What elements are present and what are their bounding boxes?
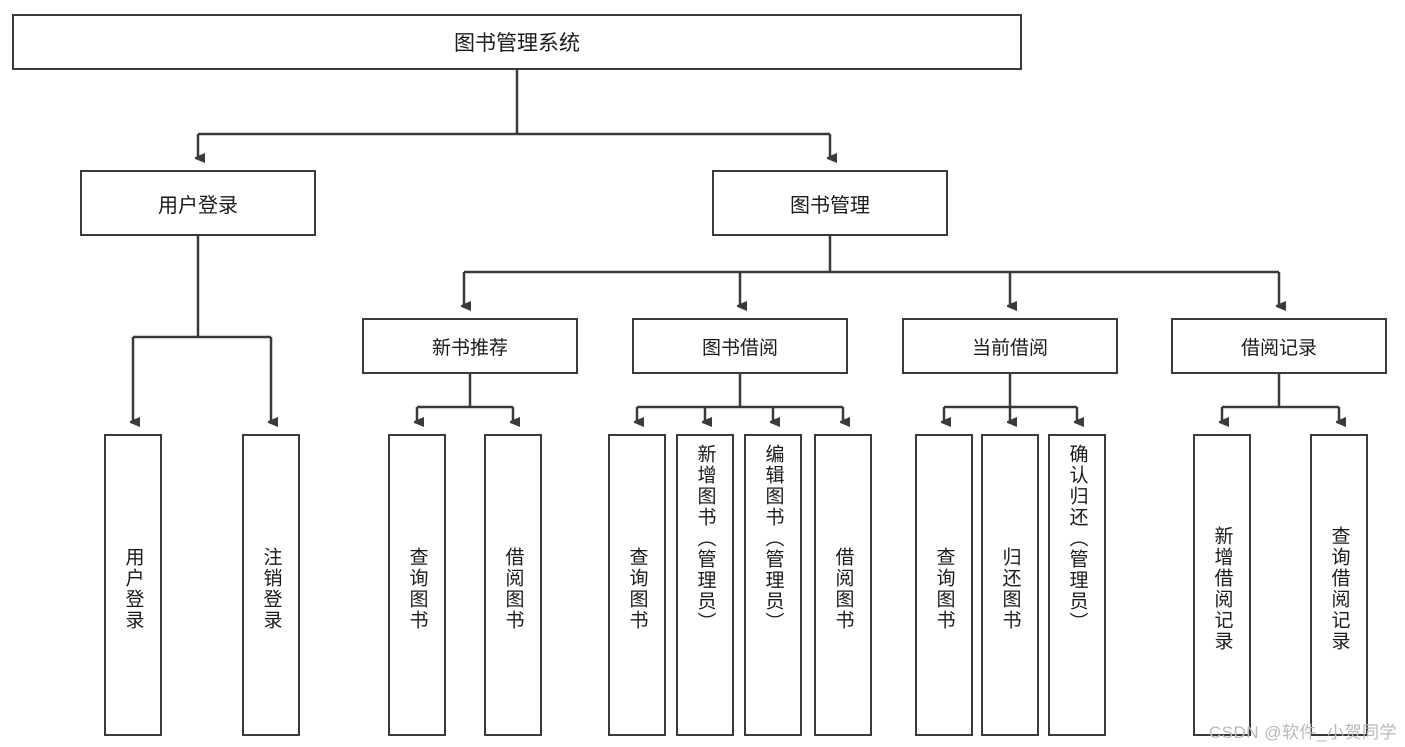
node-root-system[interactable]: 图书管理系统 [12, 14, 1022, 70]
node-current-borrow[interactable]: 当前借阅 [902, 318, 1118, 374]
leaf-borrow-add-book[interactable]: 新增图书（管理员） [676, 434, 734, 736]
leaf-current-return-book[interactable]: 归还图书 [981, 434, 1039, 736]
node-new-book-recommend[interactable]: 新书推荐 [362, 318, 578, 374]
node-user-login[interactable]: 用户登录 [80, 170, 316, 236]
node-root-label: 图书管理系统 [454, 32, 580, 55]
leaf-logout[interactable]: 注销登录 [242, 434, 300, 736]
node-book-management[interactable]: 图书管理 [712, 170, 948, 236]
leaf-borrow-query-book[interactable]: 查询图书 [608, 434, 666, 736]
leaf-borrow-borrow-book[interactable]: 借阅图书 [814, 434, 872, 736]
node-book-management-label: 图书管理 [790, 194, 870, 217]
leaf-borrow-edit-book-label: 编辑图书（管理员） [762, 444, 784, 633]
leaf-borrow-borrow-book-label: 借阅图书 [832, 547, 854, 631]
leaf-logout-label: 注销登录 [260, 547, 282, 631]
leaf-current-confirm-return-label: 确认归还（管理员） [1066, 444, 1088, 633]
leaf-user-login-label: 用户登录 [122, 547, 144, 631]
leaf-borrow-add-book-label: 新增图书（管理员） [694, 444, 716, 633]
leaf-record-query-record-label: 查询借阅记录 [1328, 526, 1350, 652]
leaf-record-add-record-label: 新增借阅记录 [1211, 526, 1233, 652]
node-borrow-record-label: 借阅记录 [1240, 337, 1317, 359]
leaf-current-query-book-label: 查询图书 [933, 547, 955, 631]
node-user-login-label: 用户登录 [158, 194, 238, 217]
node-book-borrow[interactable]: 图书借阅 [632, 318, 848, 374]
node-new-book-recommend-label: 新书推荐 [431, 337, 508, 359]
leaf-user-login[interactable]: 用户登录 [104, 434, 162, 736]
leaf-borrow-query-book-label: 查询图书 [626, 547, 648, 631]
leaf-recommend-query-book[interactable]: 查询图书 [388, 434, 446, 736]
node-current-borrow-label: 当前借阅 [971, 337, 1048, 359]
leaf-current-query-book[interactable]: 查询图书 [915, 434, 973, 736]
watermark: CSDN @软件_小贺同学 [1208, 723, 1397, 742]
leaf-record-query-record[interactable]: 查询借阅记录 [1310, 434, 1368, 736]
leaf-current-return-book-label: 归还图书 [999, 547, 1021, 631]
leaf-current-confirm-return[interactable]: 确认归还（管理员） [1048, 434, 1106, 736]
leaf-record-add-record[interactable]: 新增借阅记录 [1193, 434, 1251, 736]
node-borrow-record[interactable]: 借阅记录 [1171, 318, 1387, 374]
leaf-recommend-borrow-book-label: 借阅图书 [502, 547, 524, 631]
leaf-recommend-query-book-label: 查询图书 [406, 547, 428, 631]
leaf-recommend-borrow-book[interactable]: 借阅图书 [484, 434, 542, 736]
leaf-borrow-edit-book[interactable]: 编辑图书（管理员） [744, 434, 802, 736]
node-book-borrow-label: 图书借阅 [701, 337, 778, 359]
